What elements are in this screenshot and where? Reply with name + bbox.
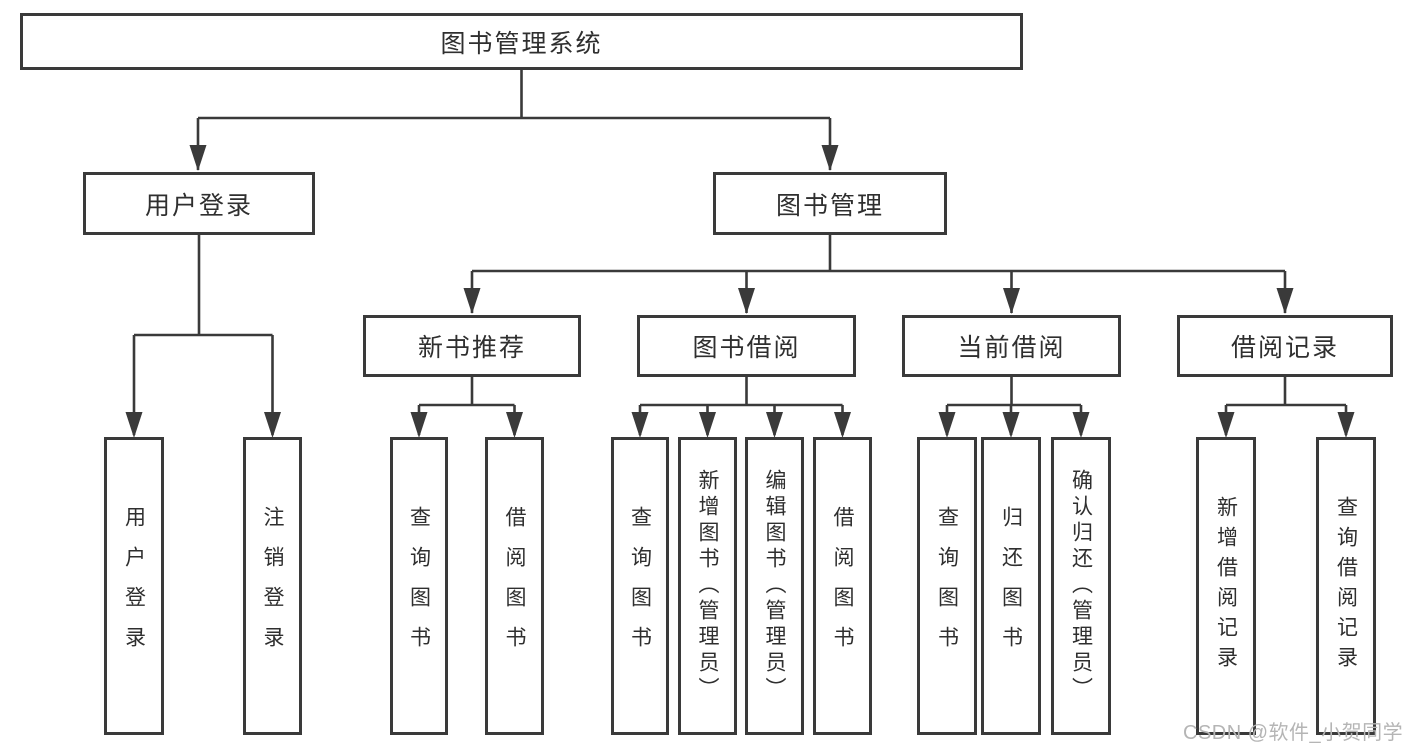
leaf-add-books-admin: 新增图书（管理员）: [678, 437, 737, 735]
node-book-borrowing: 图书借阅: [637, 315, 856, 377]
leaf-edit-books-admin: 编辑图书（管理员）: [745, 437, 804, 735]
node-label: 图书管理: [775, 191, 884, 220]
node-root: 图书管理系统: [20, 13, 1023, 70]
node-borrowing-records: 借阅记录: [1177, 315, 1393, 377]
node-current-borrowing: 当前借阅: [902, 315, 1121, 377]
leaf-label: 借阅图书: [831, 506, 854, 666]
leaf-label: 用户登录: [122, 506, 146, 666]
leaf-label: 查询图书: [407, 506, 431, 666]
leaf-query-books-recommend: 查询图书: [390, 437, 448, 735]
node-label: 用户登录: [144, 191, 253, 220]
leaf-borrow-books-recommend: 借阅图书: [485, 437, 544, 735]
node-label: 当前借阅: [957, 334, 1066, 362]
leaf-label: 注销登录: [261, 506, 284, 666]
node-label: 新书推荐: [417, 334, 526, 362]
leaf-label: 查询图书: [628, 506, 652, 666]
leaf-label: 查询借阅记录: [1334, 496, 1358, 676]
leaf-add-borrow-record: 新增借阅记录: [1196, 437, 1256, 735]
node-book-management: 图书管理: [713, 172, 947, 235]
leaf-label: 编辑图书（管理员）: [763, 469, 786, 703]
leaf-return-books: 归还图书: [981, 437, 1041, 735]
leaf-label: 查询图书: [935, 506, 959, 666]
leaf-query-books-borrowing: 查询图书: [611, 437, 669, 735]
node-new-book-recommend: 新书推荐: [363, 315, 581, 377]
leaf-label: 新增借阅记录: [1214, 496, 1238, 676]
leaf-label: 新增图书（管理员）: [696, 469, 719, 703]
node-label: 图书借阅: [692, 334, 801, 362]
leaf-label: 借阅图书: [503, 506, 526, 666]
node-label: 图书管理系统: [440, 29, 603, 58]
node-user-login: 用户登录: [83, 172, 315, 235]
leaf-label: 归还图书: [999, 506, 1023, 666]
leaf-logout: 注销登录: [243, 437, 302, 735]
watermark: CSDN @软件_小贺同学: [1183, 722, 1404, 744]
arrowheads: [125, 145, 1355, 438]
leaf-query-borrow-record: 查询借阅记录: [1316, 437, 1376, 735]
node-label: 借阅记录: [1230, 334, 1339, 362]
leaf-label: 确认归还（管理员）: [1069, 469, 1093, 703]
leaf-confirm-return-admin: 确认归还（管理员）: [1051, 437, 1111, 735]
leaf-borrow-books-borrowing: 借阅图书: [813, 437, 872, 735]
leaf-query-books-current: 查询图书: [917, 437, 977, 735]
leaf-user-login: 用户登录: [104, 437, 164, 735]
